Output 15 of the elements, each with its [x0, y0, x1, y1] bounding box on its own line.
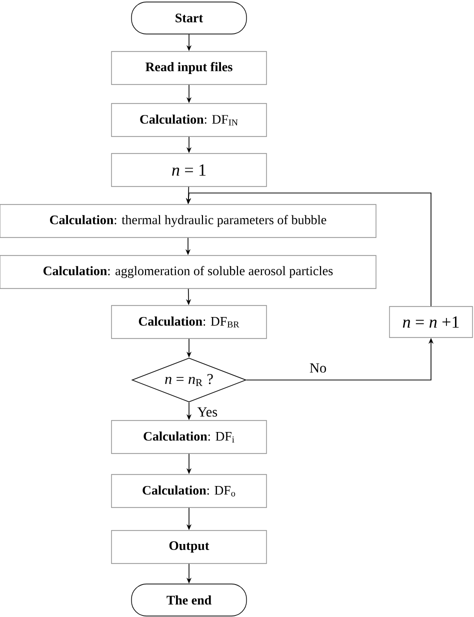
edge-label: Yes — [196, 406, 219, 418]
process-box: Calculation: DF$_{BR}$ — [111, 305, 267, 339]
process-box: Calculation: agglomeration of soluble aerosol particles — [0, 255, 376, 289]
terminal-box: Start — [131, 2, 247, 34]
process-box: n = 1 — [111, 153, 267, 187]
process-box: Output — [111, 530, 267, 564]
edge-label: No — [308, 362, 328, 374]
process-box: Calculation: DF$_{IN}$ — [111, 103, 267, 137]
process-box: Calculation: DF$_{i}$ — [111, 420, 267, 454]
process-box: Calculation: DF$_{o}$ — [111, 474, 267, 508]
process-box: Read input files — [111, 51, 267, 85]
process-box: Calculation: thermal hydraulic parameters of bubble — [0, 204, 376, 238]
terminal-box: The end — [131, 584, 247, 616]
arrow — [186, 192, 432, 307]
process-box: n = n +1 — [389, 306, 473, 338]
